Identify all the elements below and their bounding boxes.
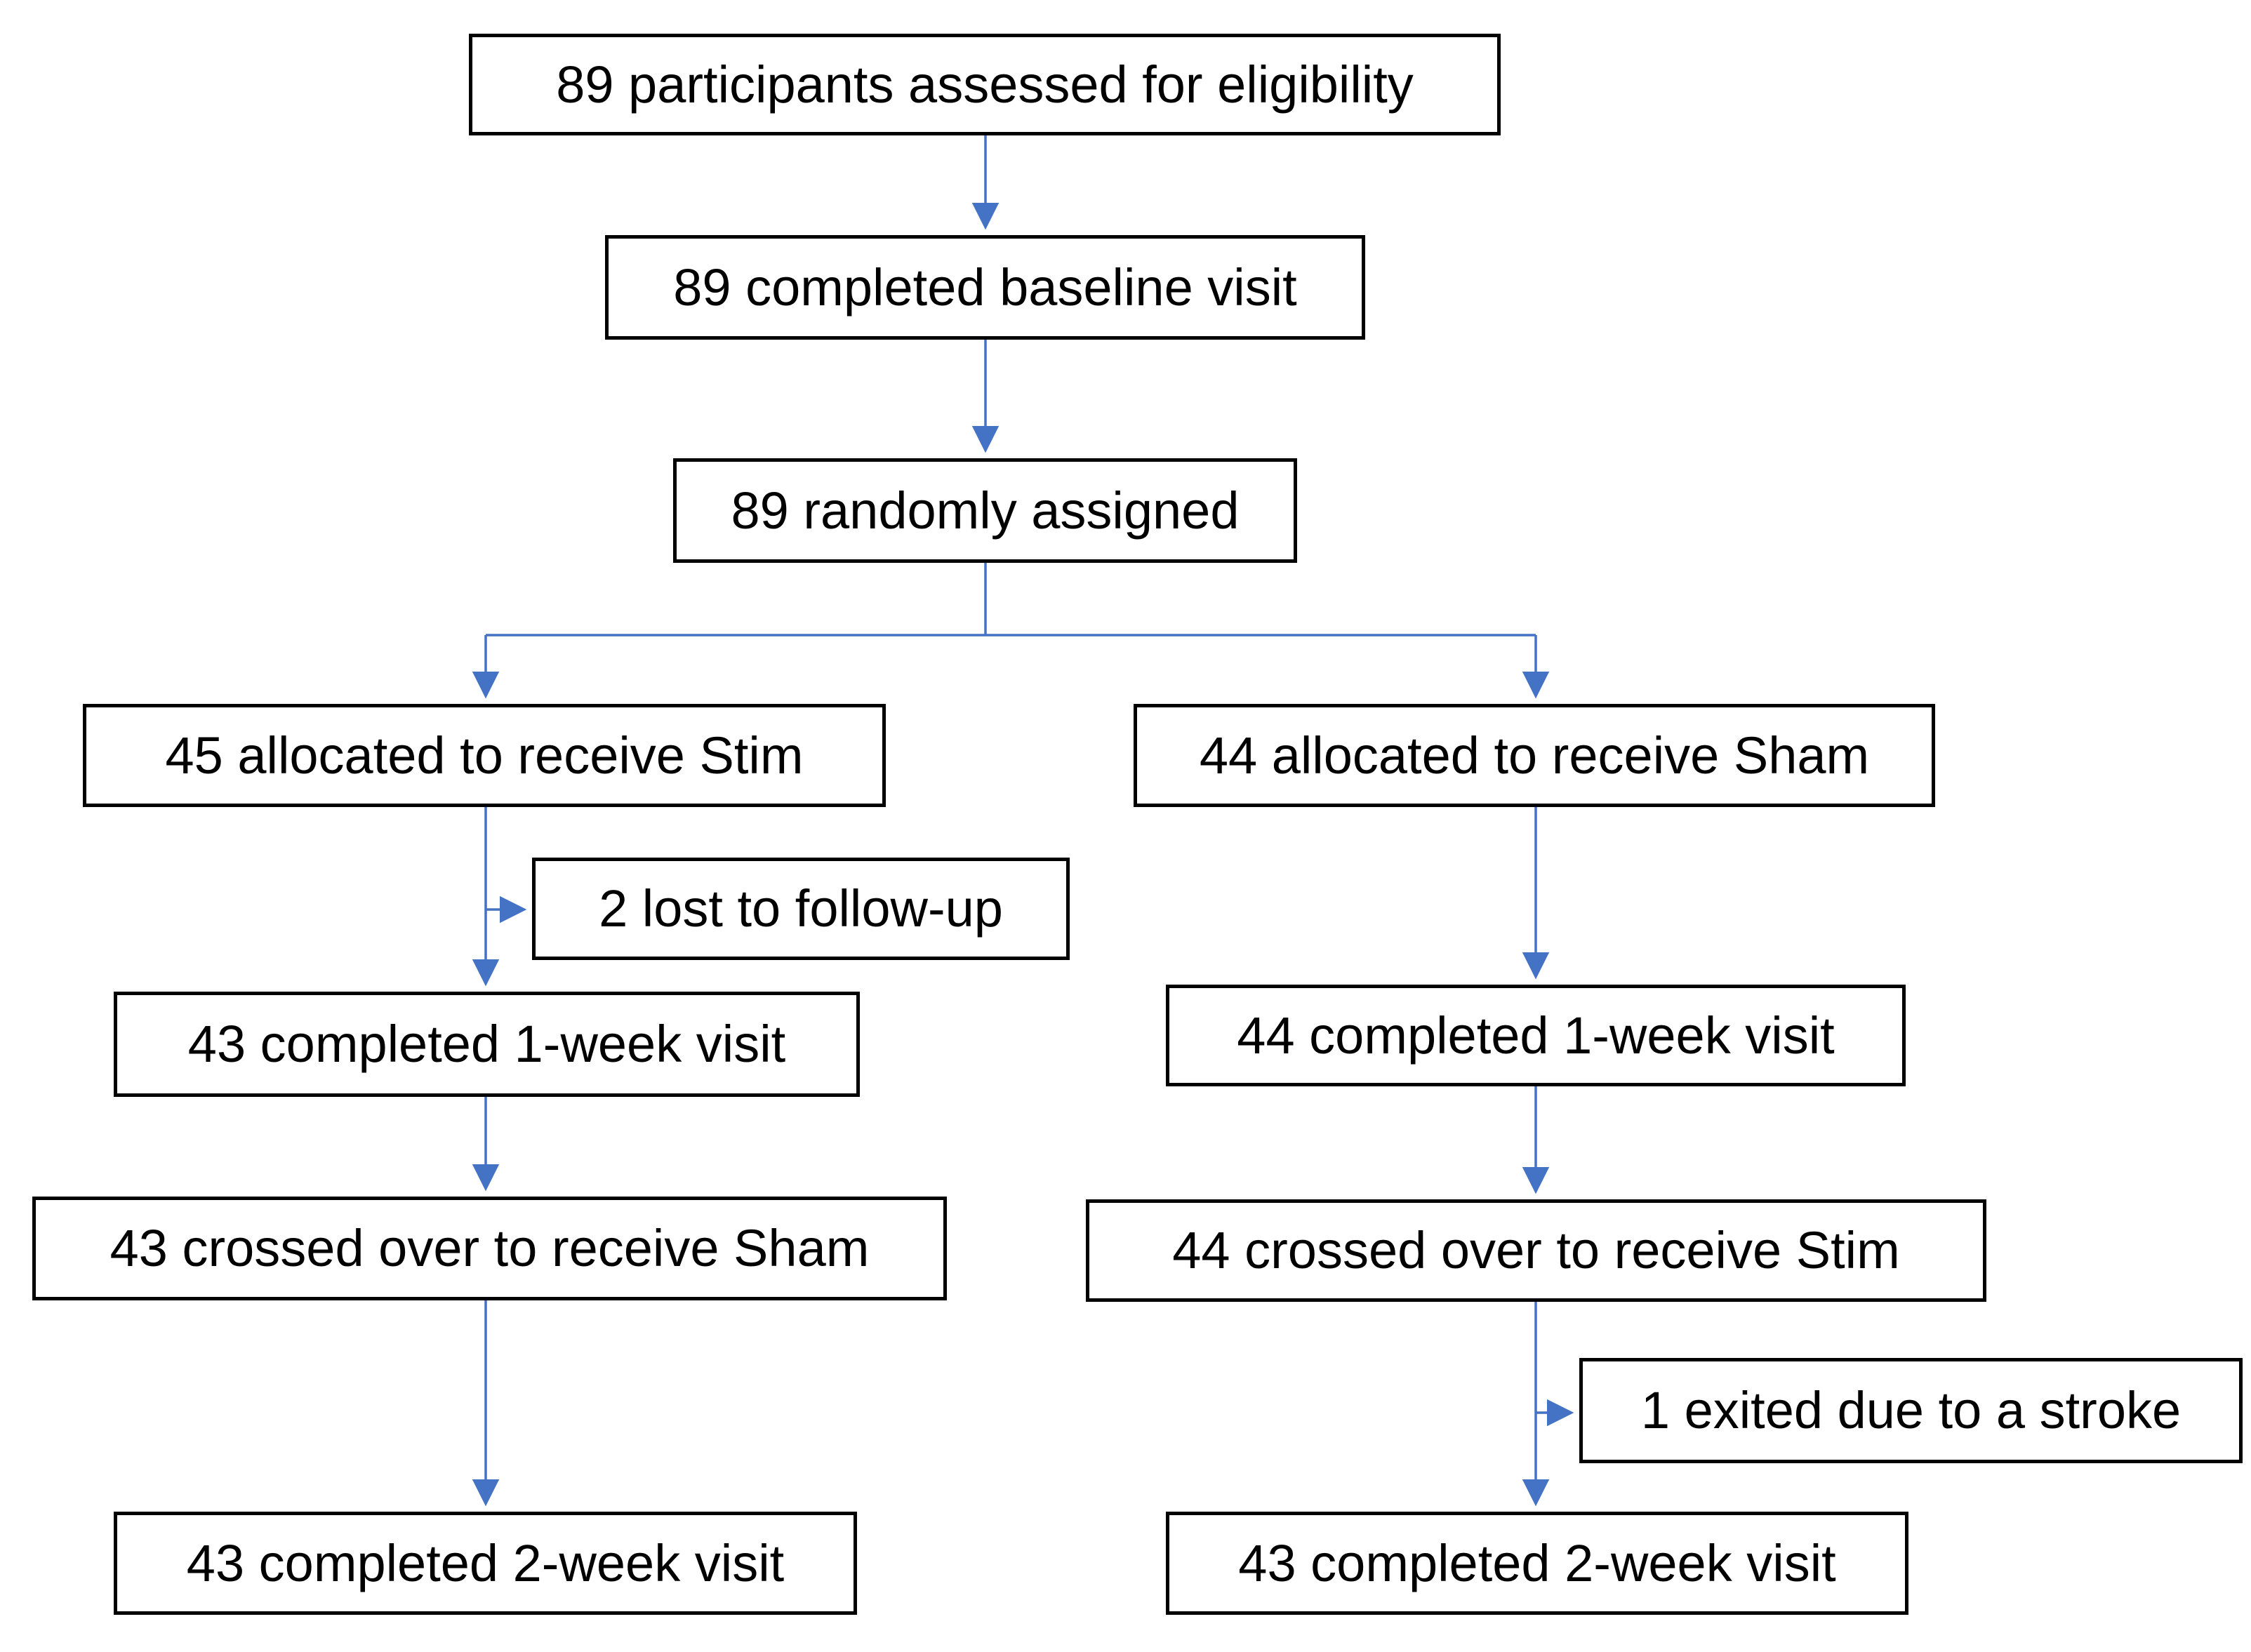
node-sham-crossover-stim: 44 crossed over to receive Stim	[1086, 1199, 1986, 1302]
node-lost-to-followup: 2 lost to follow-up	[532, 858, 1070, 960]
node-sham-week2-visit: 43 completed 2-week visit	[1166, 1512, 1908, 1615]
node-stim-allocated: 45 allocated to receive Stim	[83, 704, 886, 807]
node-stim-crossover-sham: 43 crossed over to receive Sham	[32, 1197, 947, 1300]
node-exited-stroke: 1 exited due to a stroke	[1579, 1358, 2243, 1463]
node-randomly-assigned: 89 randomly assigned	[673, 458, 1297, 563]
node-stim-week1-visit: 43 completed 1-week visit	[114, 992, 860, 1097]
node-sham-allocated: 44 allocated to receive Sham	[1134, 704, 1935, 807]
node-sham-week1-visit: 44 completed 1-week visit	[1166, 985, 1906, 1086]
node-baseline-visit: 89 completed baseline visit	[605, 235, 1365, 340]
node-stim-week2-visit: 43 completed 2-week visit	[114, 1512, 857, 1615]
node-assessed-eligibility: 89 participants assessed for eligibility	[469, 34, 1501, 135]
